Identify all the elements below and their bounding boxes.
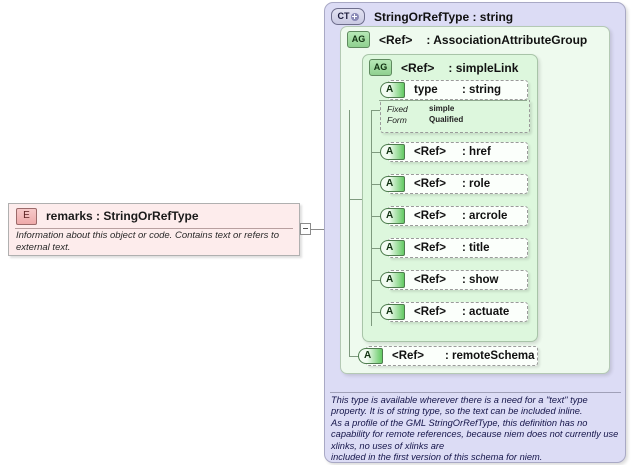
attribute-group-icon: AG: [369, 59, 392, 76]
attribute-group-association-name: <Ref>: [379, 32, 413, 47]
separator: :: [462, 242, 466, 254]
attribute-name: <Ref>: [414, 178, 446, 190]
facet-box: Fixed simple Form Qualified: [380, 100, 530, 133]
attribute-type: : href: [462, 146, 491, 158]
facet-key-fixed: Fixed: [387, 104, 408, 114]
separator: :: [445, 350, 449, 362]
attribute-name: <Ref>: [414, 274, 446, 286]
attribute-name: <Ref>: [414, 146, 446, 158]
attribute-type: : string: [462, 84, 501, 96]
separator: :: [426, 32, 431, 47]
attribute-type: : remoteSchema: [445, 350, 535, 362]
complex-type-header: CT StringOrRefType : string: [331, 8, 513, 25]
attribute-type: : arcrole: [462, 210, 507, 222]
annotation-text: This type is available wherever there is…: [331, 395, 619, 463]
tree-branch-role: [371, 184, 381, 185]
facet-value-fixed: simple: [429, 104, 455, 113]
type-text: role: [469, 178, 491, 190]
tree-branch-href: [371, 152, 381, 153]
separator: :: [462, 274, 466, 286]
connector-line: [300, 229, 328, 230]
minus-icon[interactable]: [300, 223, 311, 235]
tree-outer-branch-simplelink: [349, 199, 362, 200]
type-text: arcrole: [469, 210, 508, 222]
type-text: href: [469, 146, 491, 158]
separator: :: [448, 60, 453, 75]
attribute-group-simplelink-name: <Ref>: [401, 60, 435, 75]
complex-type-title: StringOrRefType : string: [374, 9, 514, 24]
facet-separator: [379, 100, 527, 101]
tree-branch-title: [371, 248, 381, 249]
tree-outer-trunk-line: [349, 110, 350, 356]
attribute-row-role[interactable]: A <Ref> : role: [380, 174, 528, 194]
facet-value-form: Qualified: [429, 115, 464, 124]
separator: :: [462, 306, 466, 318]
tree-branch-type: [371, 110, 381, 111]
attribute-row-type[interactable]: A type : string: [380, 80, 528, 100]
element-remarks-header: E remarks : StringOrRefType: [9, 204, 299, 228]
attribute-name: <Ref>: [392, 350, 424, 362]
attribute-row-arcrole[interactable]: A <Ref> : arcrole: [380, 206, 528, 226]
element-remarks-box[interactable]: E remarks : StringOrRefType Information …: [8, 203, 300, 256]
attribute-group-association-header: AG <Ref> : AssociationAttributeGroup: [347, 31, 587, 48]
type-text: show: [469, 274, 499, 286]
attribute-row-title[interactable]: A <Ref> : title: [380, 238, 528, 258]
attribute-name: <Ref>: [414, 210, 446, 222]
attribute-type: : show: [462, 274, 498, 286]
element-icon: E: [16, 207, 37, 225]
attribute-row-actuate[interactable]: A <Ref> : actuate: [380, 302, 528, 322]
tree-trunk-line: [371, 110, 372, 326]
type-text: actuate: [469, 306, 510, 318]
attribute-row-show[interactable]: A <Ref> : show: [380, 270, 528, 290]
type-text: simpleLink: [455, 60, 519, 75]
attribute-type: : role: [462, 178, 490, 190]
type-text: AssociationAttributeGroup: [433, 32, 588, 47]
complex-type-icon: CT: [331, 8, 365, 25]
tree-outer-branch-remoteschema: [349, 356, 363, 357]
attribute-icon: A: [380, 272, 405, 288]
attribute-name: type: [414, 84, 438, 96]
tree-branch-show: [371, 280, 381, 281]
attribute-icon: A: [380, 240, 405, 256]
attribute-icon: A: [380, 144, 405, 160]
attribute-group-simplelink-type: : simpleLink: [448, 61, 518, 75]
tree-branch-arcrole: [371, 216, 381, 217]
type-text: remoteSchema: [452, 350, 535, 362]
facet-key-form: Form: [387, 115, 407, 125]
attribute-row-remoteschema[interactable]: A <Ref> : remoteSchema: [358, 346, 538, 366]
separator: :: [462, 146, 466, 158]
attribute-name: <Ref>: [414, 242, 446, 254]
element-remarks-title: remarks : StringOrRefType: [46, 209, 199, 223]
attribute-type: : actuate: [462, 306, 509, 318]
separator: :: [462, 84, 466, 96]
attribute-name: <Ref>: [414, 306, 446, 318]
element-remarks-documentation: Information about this object or code. C…: [16, 230, 279, 253]
plus-circle-icon[interactable]: [350, 12, 359, 21]
attribute-group-icon: AG: [347, 31, 370, 48]
separator: :: [462, 178, 466, 190]
attribute-icon: A: [380, 176, 405, 192]
attribute-icon: A: [380, 304, 405, 320]
attribute-icon: A: [380, 82, 405, 98]
attribute-icon: A: [358, 348, 383, 364]
attribute-icon: A: [380, 208, 405, 224]
attribute-group-simplelink-header: AG <Ref> : simpleLink: [369, 59, 518, 76]
annotation-separator: [330, 392, 621, 393]
type-text: string: [469, 84, 501, 96]
separator: :: [462, 210, 466, 222]
tree-branch-actuate: [371, 312, 381, 313]
type-text: title: [469, 242, 490, 254]
attribute-type: : title: [462, 242, 490, 254]
attribute-row-href[interactable]: A <Ref> : href: [380, 142, 528, 162]
annotation-block: This type is available wherever there is…: [330, 392, 621, 462]
attribute-group-association-type: : AssociationAttributeGroup: [426, 33, 587, 47]
element-remarks-divider: [15, 228, 293, 229]
